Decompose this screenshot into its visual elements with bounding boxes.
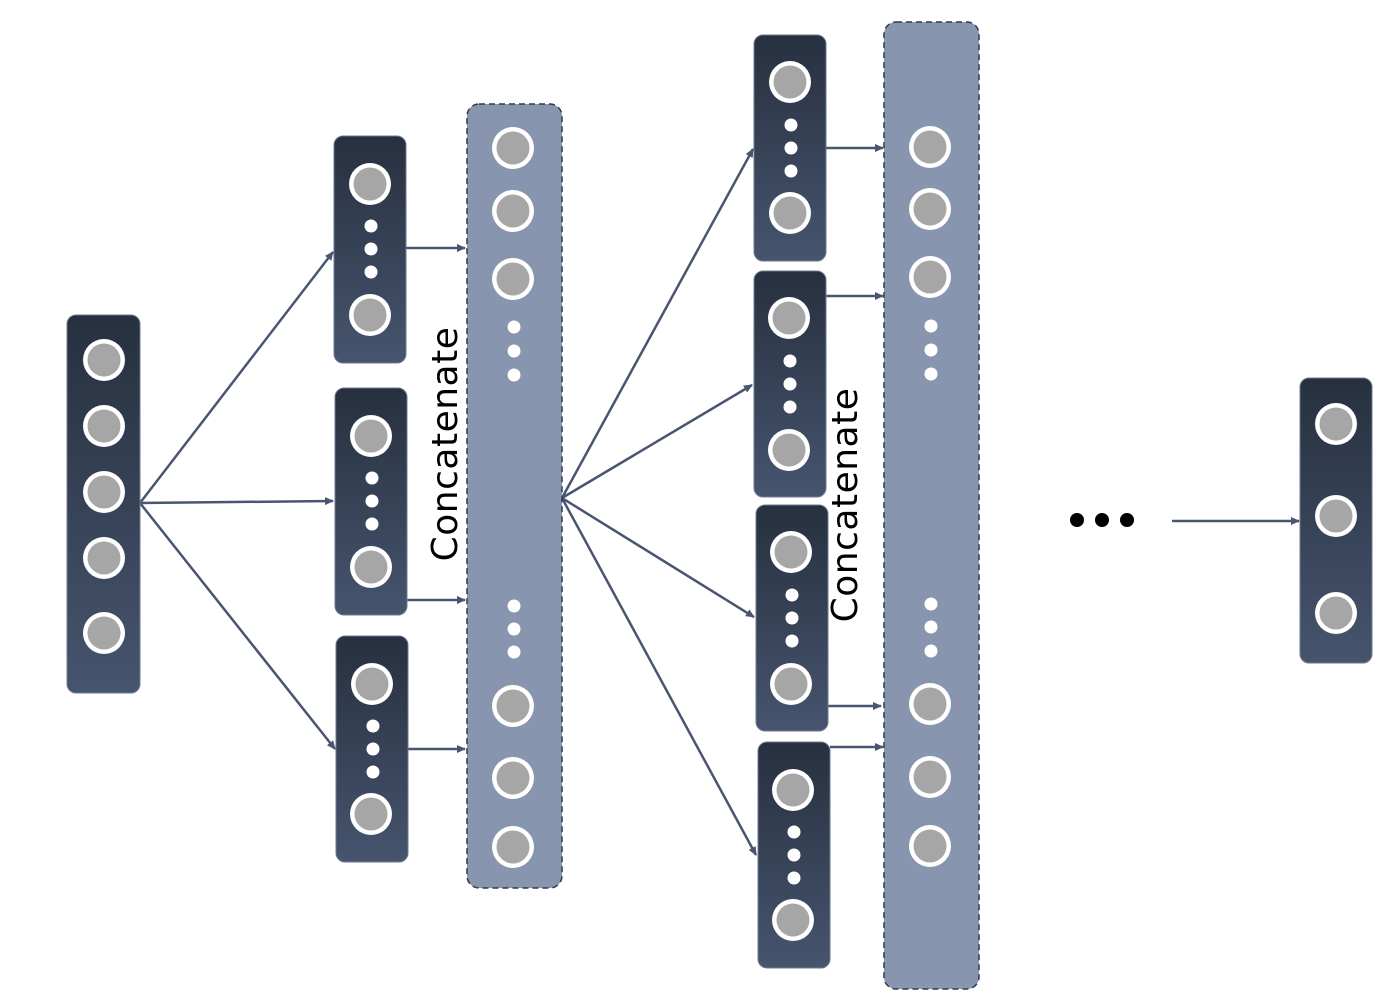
arrows-concat1-to-stage2 [560, 148, 758, 856]
arrow [560, 497, 758, 856]
node [769, 192, 811, 234]
node [492, 258, 534, 300]
node [909, 683, 951, 725]
arrow [139, 251, 334, 504]
stage2-layer-4 [757, 741, 831, 969]
node [909, 756, 951, 798]
node [909, 256, 951, 298]
node [769, 61, 811, 103]
vertical-ellipsis [783, 354, 797, 414]
concat-layer-1 [466, 103, 563, 889]
node [909, 188, 951, 230]
input-layer [66, 314, 141, 694]
node [909, 126, 951, 168]
vertical-ellipsis [365, 471, 379, 531]
node [350, 415, 392, 457]
node [1315, 592, 1357, 634]
vertical-ellipsis [924, 319, 938, 658]
vertical-ellipsis [366, 719, 380, 779]
node [83, 405, 125, 447]
node [83, 612, 125, 654]
stage2-layer-2 [753, 270, 827, 498]
node [1315, 403, 1357, 445]
concat-layer-2 [883, 21, 980, 990]
node [492, 685, 534, 727]
node [768, 297, 810, 339]
node [350, 546, 392, 588]
ellipsis-icon [1070, 513, 1134, 527]
node [909, 825, 951, 867]
arrow [139, 497, 334, 506]
node [492, 127, 534, 169]
node [351, 663, 393, 705]
node [350, 793, 392, 835]
node [492, 190, 534, 232]
arrows-stage1-to-concat1 [406, 244, 466, 753]
arrow [561, 496, 755, 619]
stage2-layer-1 [753, 34, 827, 262]
arrow [139, 502, 336, 750]
node [492, 826, 534, 868]
concatenate-label-1: Concatenate [425, 327, 466, 562]
node [83, 537, 125, 579]
arrows-stage2-to-concat2 [826, 144, 884, 751]
node [349, 294, 391, 336]
node [492, 757, 534, 799]
vertical-ellipsis [785, 588, 799, 648]
arrow [561, 383, 753, 500]
vertical-ellipsis [784, 118, 798, 178]
node [83, 339, 125, 381]
node [770, 663, 812, 705]
arrows-input-to-stage1 [139, 251, 336, 750]
output-layer [1299, 377, 1373, 664]
node [768, 429, 810, 471]
node [349, 163, 391, 205]
stage1-layer-1 [333, 135, 407, 364]
node [770, 531, 812, 573]
stage1-layer-3 [335, 635, 409, 863]
vertical-ellipsis [787, 825, 801, 885]
node [1315, 495, 1357, 537]
vertical-ellipsis [364, 219, 378, 279]
node [772, 899, 814, 941]
stage2-layer-3 [755, 504, 829, 732]
stage1-layer-2 [334, 387, 408, 616]
concatenate-label-2: Concatenate [825, 388, 866, 623]
vertical-ellipsis [507, 320, 521, 659]
node [772, 769, 814, 811]
node [83, 471, 125, 513]
arrow [560, 148, 755, 499]
